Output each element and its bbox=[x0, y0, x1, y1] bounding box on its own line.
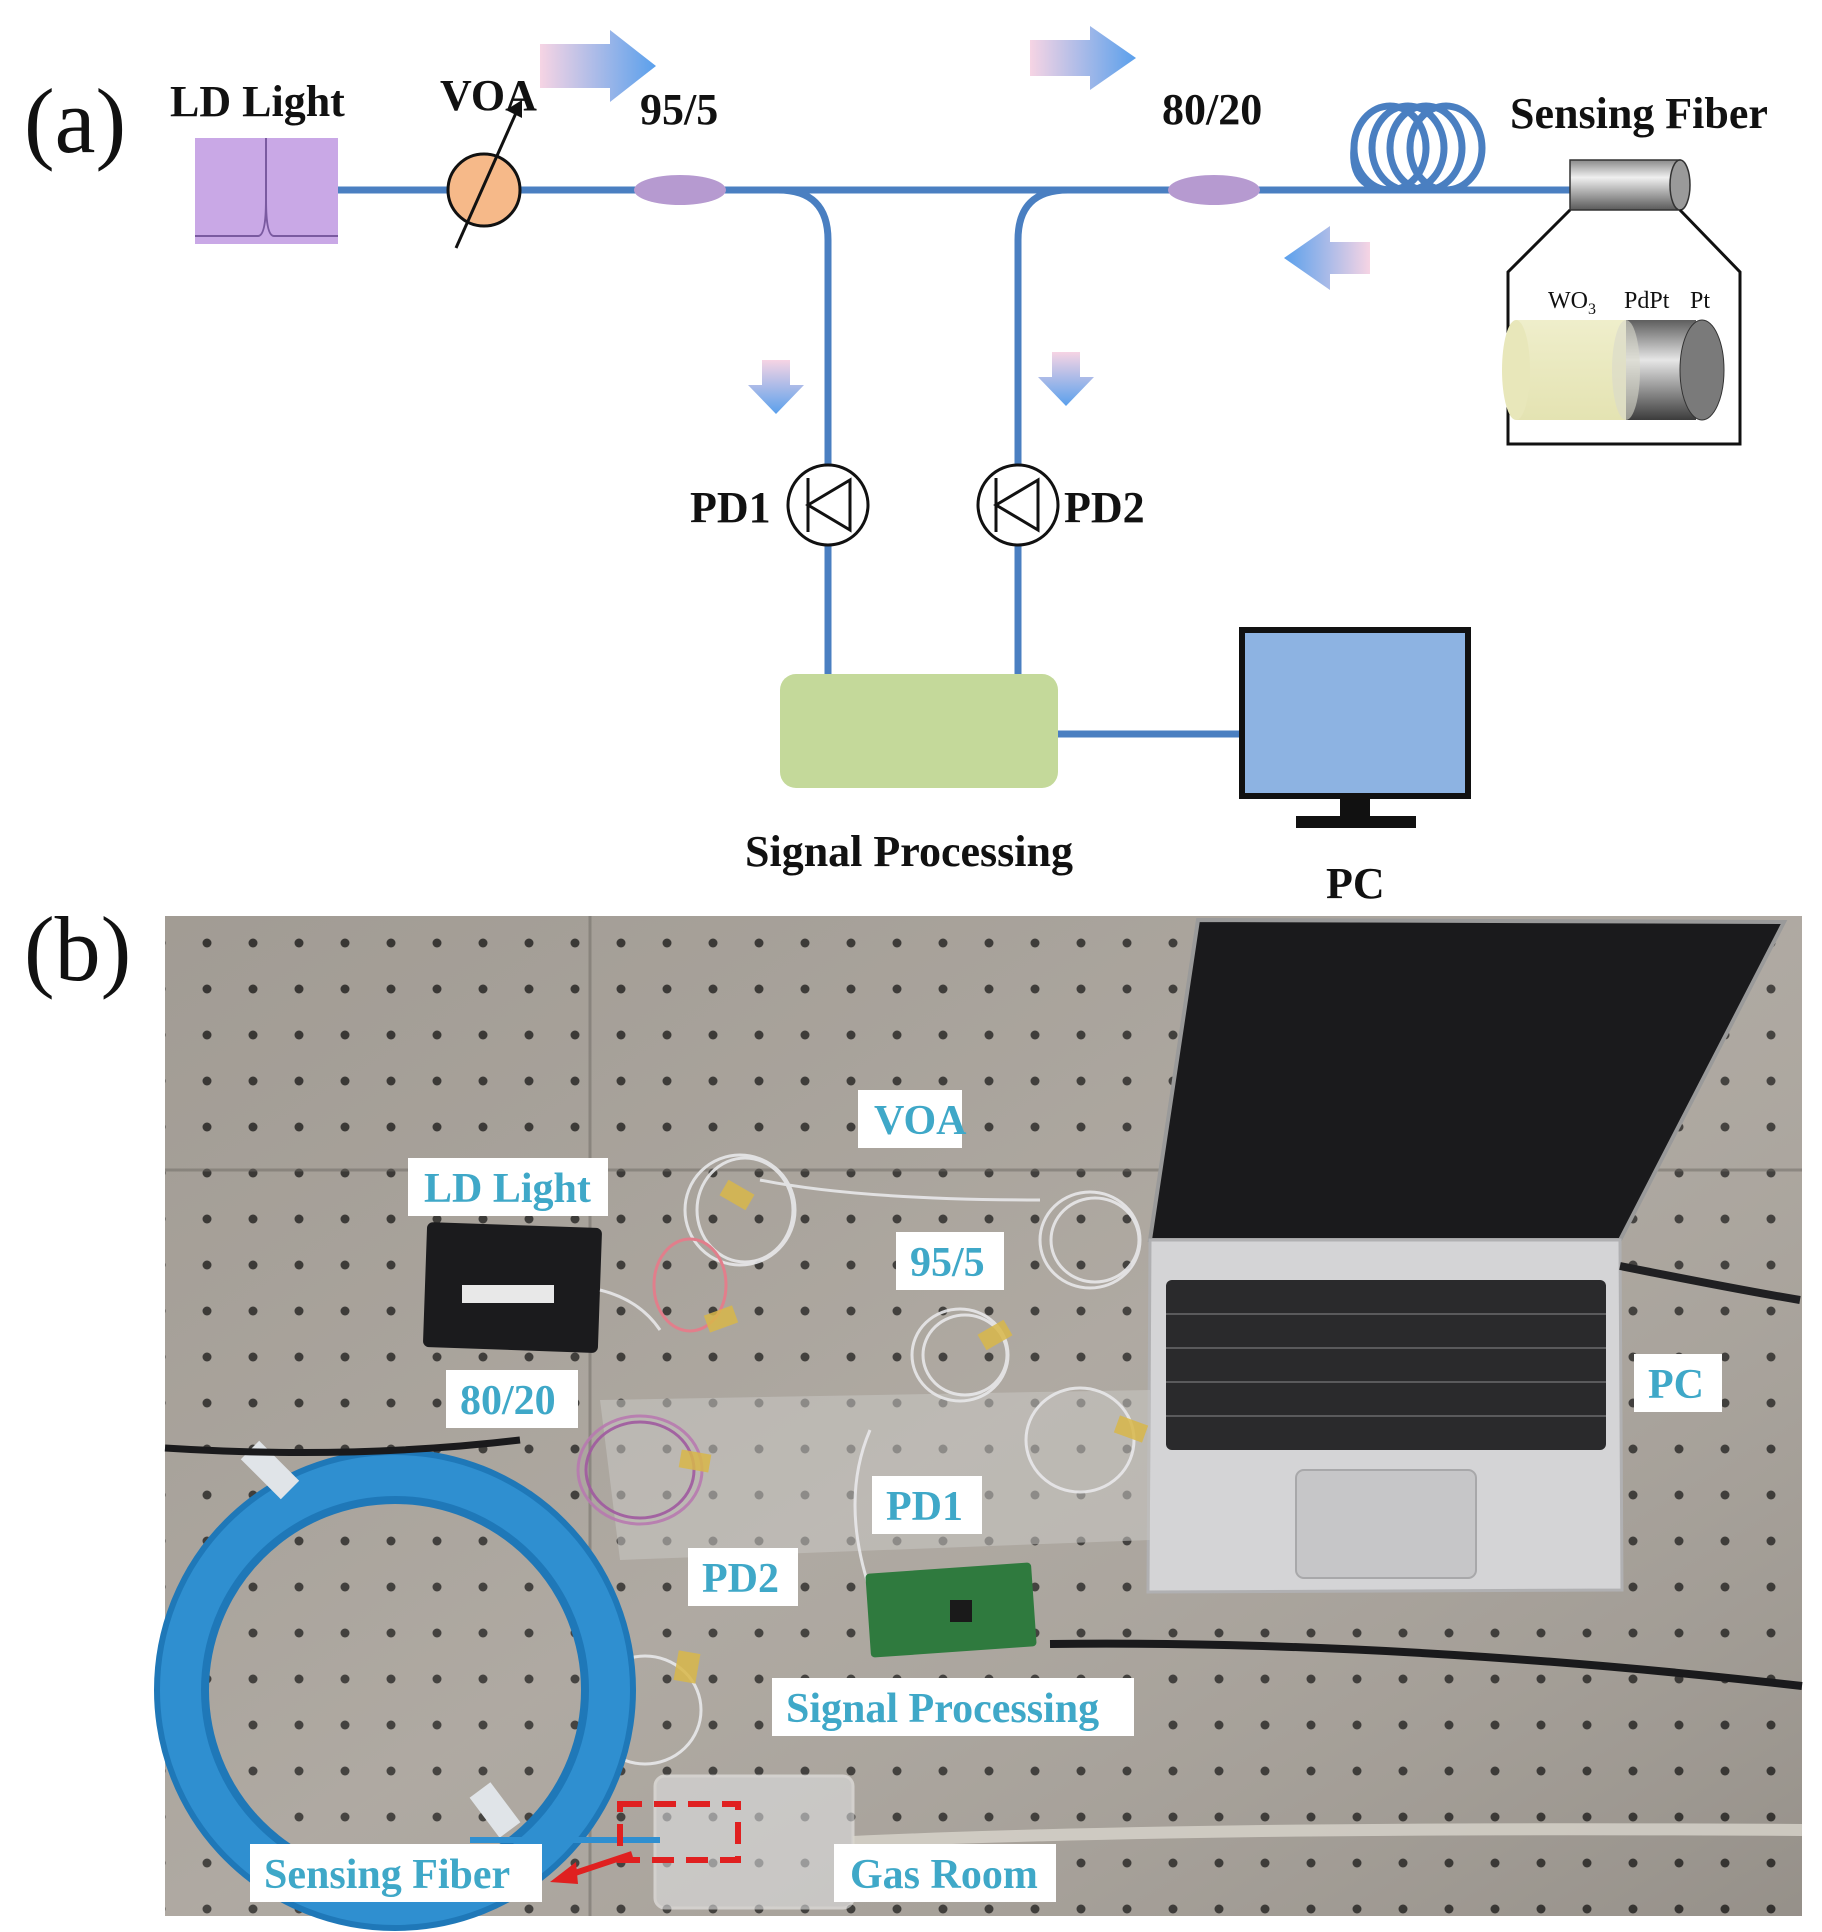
pc-photo-label: PC bbox=[1648, 1362, 1704, 1408]
fabric-sheet bbox=[600, 1390, 1150, 1560]
pd1-detector: PD1 bbox=[690, 463, 870, 547]
voa-photo-label: VOA bbox=[874, 1098, 967, 1144]
sensing-fiber-probe: Sensing Fiber WO3 PdPt Pt bbox=[1502, 89, 1768, 446]
pt-label: Pt bbox=[1690, 288, 1710, 314]
pdpt-label: PdPt bbox=[1624, 288, 1670, 314]
device-barcode bbox=[462, 1285, 554, 1303]
wo3-end bbox=[1502, 320, 1530, 420]
gas-room-photo-label: Gas Room bbox=[850, 1852, 1038, 1898]
branch-95-5 bbox=[777, 186, 832, 475]
signal-processing-tag bbox=[772, 1678, 1134, 1736]
wo3-label: WO3 bbox=[1548, 288, 1596, 318]
voa-label: VOA bbox=[440, 71, 537, 120]
arrow-right-icon bbox=[540, 30, 656, 102]
pd1-photo-label: PD1 bbox=[886, 1484, 963, 1530]
arrow-right-icon bbox=[1030, 26, 1136, 90]
marker-pointer bbox=[565, 1851, 633, 1879]
laptop-touchpad bbox=[1295, 1469, 1477, 1579]
coupler-95-5-photo-label: 95/5 bbox=[910, 1240, 985, 1286]
pc-monitor: PC bbox=[1239, 627, 1471, 908]
wo3-layer bbox=[1516, 320, 1626, 420]
signal-processing-photo-label: Signal Processing bbox=[786, 1686, 1099, 1732]
sensing-fiber-marker bbox=[617, 1801, 741, 1863]
fiber-loops bbox=[576, 1153, 1142, 1766]
signal-processing-box bbox=[780, 674, 1058, 788]
pd2-label: PD2 bbox=[1064, 483, 1145, 532]
pd2-detector: PD2 bbox=[976, 463, 1145, 547]
ld-light-photo-label: LD Light bbox=[424, 1166, 591, 1212]
arrow-left-icon bbox=[1284, 226, 1370, 290]
black-cable-right bbox=[1049, 1639, 1803, 1690]
coil-lead bbox=[1350, 147, 1393, 194]
board-chip bbox=[950, 1600, 972, 1622]
photo-labels: VOA LD Light 95/5 80/20 PC PD1 PD2 Signa… bbox=[250, 1090, 1722, 1902]
diode-symbol-icon bbox=[993, 477, 1040, 533]
pd1-tag bbox=[872, 1476, 982, 1534]
pt-layer-end bbox=[1679, 319, 1725, 421]
voa-attenuator-icon bbox=[446, 152, 522, 228]
black-cable-left bbox=[164, 1436, 521, 1456]
probe-end-cap bbox=[1669, 159, 1691, 211]
keyboard-rows bbox=[1166, 1313, 1606, 1417]
signal-processing-label: Signal Processing bbox=[745, 827, 1073, 876]
arrow-down-icon bbox=[1038, 352, 1094, 406]
fiber-coil-4 bbox=[1406, 102, 1486, 194]
monitor-screen-icon bbox=[1239, 627, 1471, 799]
ld-spectrum-icon bbox=[195, 138, 338, 237]
light-direction-arrows bbox=[540, 26, 1370, 414]
sensing-fiber-tag bbox=[250, 1844, 542, 1902]
coupler-95-5-label: 95/5 bbox=[640, 85, 718, 134]
probe-cylinder bbox=[1569, 159, 1681, 211]
monitor-stand bbox=[1296, 816, 1416, 828]
laptop-keyboard bbox=[1166, 1280, 1606, 1450]
laptop-cable bbox=[1619, 1262, 1801, 1304]
photodiode-icon bbox=[786, 463, 870, 547]
coupler-80-20-photo-label: 80/20 bbox=[460, 1378, 556, 1424]
coupler-80-20-label: 80/20 bbox=[1162, 85, 1262, 134]
gas-tube bbox=[852, 1823, 1803, 1848]
sensing-fiber-label: Sensing Fiber bbox=[1510, 89, 1768, 138]
voa-adjust-arrow bbox=[454, 103, 522, 249]
fiber-paths bbox=[338, 102, 1572, 738]
pd2-photo-label: PD2 bbox=[702, 1556, 779, 1602]
sensing-fiber-photo-label: Sensing Fiber bbox=[264, 1852, 510, 1898]
ld-light-tag bbox=[408, 1158, 608, 1216]
coil-ties bbox=[240, 1440, 521, 1838]
setup-photo bbox=[154, 916, 1803, 1931]
tape-pieces bbox=[673, 1179, 1149, 1684]
arrowhead-icon bbox=[506, 100, 522, 118]
panel-b-label: (b) bbox=[24, 898, 131, 1000]
ld-light-label: LD Light bbox=[170, 77, 345, 126]
pdpt-boundary bbox=[1612, 320, 1640, 420]
pd1-label: PD1 bbox=[690, 483, 771, 532]
laptop bbox=[1146, 917, 1788, 1594]
panel-a: (a) LD Light bbox=[24, 26, 1768, 908]
gas-room-box bbox=[653, 1774, 855, 1910]
photodiode-icon bbox=[976, 463, 1060, 547]
panel-a-label: (a) bbox=[24, 70, 126, 172]
voa-component: VOA bbox=[440, 71, 537, 249]
voa-tag bbox=[858, 1090, 962, 1148]
ld-light-source: LD Light bbox=[170, 77, 345, 244]
diode-symbol-icon bbox=[805, 477, 852, 533]
inset-zoom-outline bbox=[1506, 208, 1742, 446]
pd2-tag bbox=[688, 1548, 798, 1606]
arrow-down-icon bbox=[748, 360, 804, 414]
gas-room-tag bbox=[834, 1844, 1056, 1902]
pc-tag bbox=[1634, 1354, 1722, 1412]
coupler-95-5-tag bbox=[896, 1232, 1004, 1290]
pc-label: PC bbox=[1326, 859, 1385, 908]
coupler-95-5-icon bbox=[634, 175, 726, 205]
branch-80-20 bbox=[1014, 186, 1069, 475]
coupler-80-20-tag bbox=[446, 1370, 578, 1428]
monitor-neck bbox=[1340, 796, 1370, 818]
fiber-coil-3 bbox=[1386, 102, 1466, 194]
coupler-80-20-icon bbox=[1168, 175, 1260, 205]
panel-b: (b) bbox=[24, 898, 1803, 1931]
fiber-coil-2 bbox=[1368, 102, 1448, 194]
arrowhead-icon bbox=[550, 1862, 578, 1884]
